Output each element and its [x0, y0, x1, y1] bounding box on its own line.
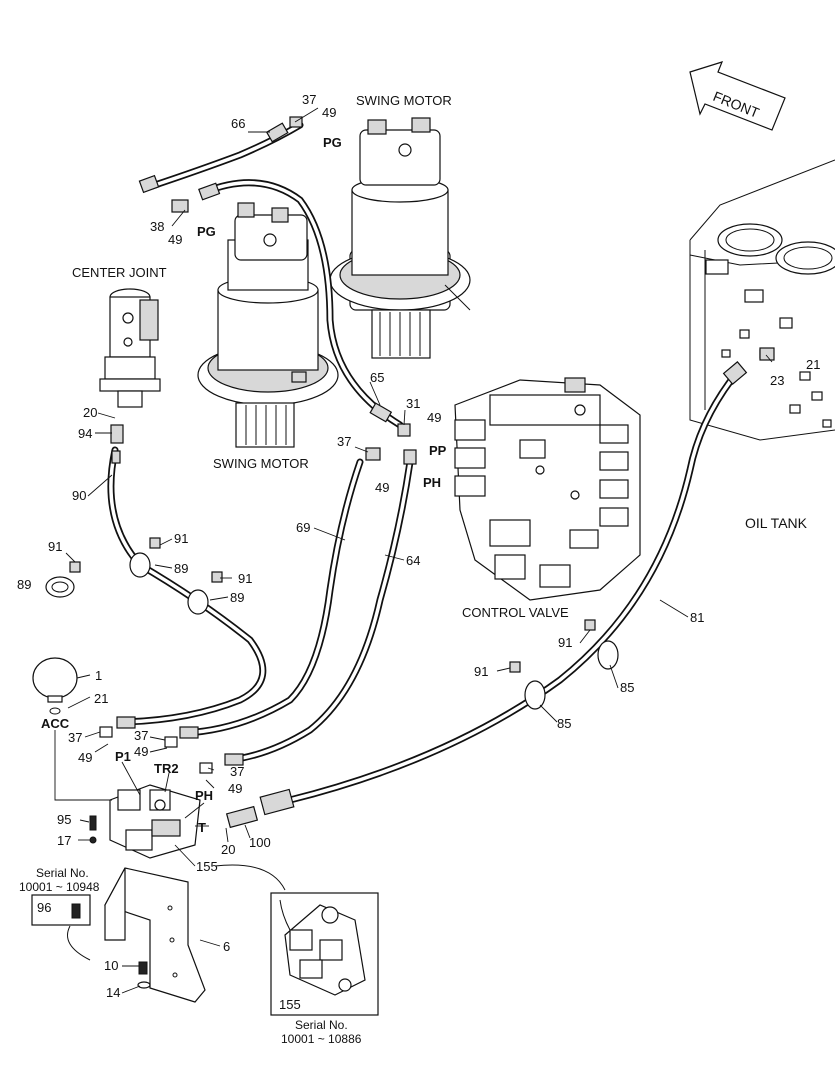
part-37-a: 37	[68, 730, 82, 745]
part-10: 10	[104, 958, 118, 973]
part-6: 6	[223, 939, 230, 954]
clamp-89-a	[45, 561, 81, 598]
part-85-b: 85	[557, 716, 571, 731]
port-pp: PP	[429, 443, 447, 458]
part-49-pp: 49	[427, 410, 441, 425]
clamp-89-c	[187, 571, 223, 615]
part-66: 66	[231, 116, 245, 131]
part-49-a: 49	[78, 750, 92, 765]
fittings	[99, 116, 775, 829]
part-21-tank: 21	[806, 357, 820, 372]
part-91-c: 91	[238, 571, 252, 586]
port-ph-block: PH	[195, 788, 213, 803]
part-155-main: 155	[196, 859, 218, 874]
part-37-top: 37	[302, 92, 316, 107]
oil-tank	[689, 159, 835, 441]
part-64: 64	[406, 553, 420, 568]
port-tr2: TR2	[154, 761, 179, 776]
control-valve	[454, 377, 641, 601]
part-49-top: 49	[322, 105, 336, 120]
port-pg-left: PG	[197, 224, 216, 239]
oil-tank-label: OIL TANK	[745, 515, 808, 531]
clamp-85-a	[584, 619, 619, 670]
part-31: 31	[406, 396, 420, 411]
part-91-a: 91	[48, 539, 62, 554]
serial-inset-range: 10001 ~ 10886	[281, 1032, 362, 1046]
part-89-b: 89	[174, 561, 188, 576]
part-37-valve: 37	[337, 434, 351, 449]
part-49-c: 49	[228, 781, 242, 796]
swing-motor-front-label: SWING MOTOR	[213, 456, 309, 471]
part-94: 94	[78, 426, 92, 441]
valve-block	[89, 784, 201, 859]
swing-motor-rear	[329, 117, 471, 359]
port-pg-top: PG	[323, 135, 342, 150]
center-joint	[99, 288, 161, 408]
part-155-inset: 155	[279, 997, 301, 1012]
part-89-a: 89	[17, 577, 31, 592]
part-96: 96	[37, 900, 51, 915]
part-100: 100	[249, 835, 271, 850]
inset-box	[214, 864, 379, 1016]
control-valve-label: CONTROL VALVE	[462, 605, 569, 620]
front-arrow: FRONT	[689, 61, 786, 131]
port-p1: P1	[115, 749, 131, 764]
serial-box-left	[31, 894, 91, 961]
part-89-c: 89	[230, 590, 244, 605]
bracket	[104, 867, 206, 1003]
part-21-acc: 21	[94, 691, 108, 706]
part-23: 23	[770, 373, 784, 388]
part-65: 65	[370, 370, 384, 385]
part-90: 90	[72, 488, 86, 503]
part-14: 14	[106, 985, 120, 1000]
part-49-pg: 49	[168, 232, 182, 247]
leader-lines	[54, 107, 773, 994]
part-1: 1	[95, 668, 102, 683]
swing-motor-front	[197, 202, 339, 448]
part-69: 69	[296, 520, 310, 535]
part-91-d: 91	[558, 635, 572, 650]
part-95: 95	[57, 812, 71, 827]
part-37-b: 37	[134, 728, 148, 743]
part-20-t: 20	[221, 842, 235, 857]
serial-left-range: 10001 ~ 10948	[19, 880, 100, 894]
part-91-e: 91	[474, 664, 488, 679]
port-t: T	[198, 820, 206, 835]
swing-motor-rear-label: SWING MOTOR	[356, 93, 452, 108]
part-85-a: 85	[620, 680, 634, 695]
part-17: 17	[57, 833, 71, 848]
part-20-center-joint: 20	[83, 405, 97, 420]
accumulator	[32, 657, 78, 715]
serial-left-title: Serial No.	[36, 866, 89, 880]
part-49-b: 49	[134, 744, 148, 759]
part-49-valve: 49	[375, 480, 389, 495]
part-81: 81	[690, 610, 704, 625]
port-acc: ACC	[41, 716, 70, 731]
clamp-85-b	[509, 661, 546, 710]
serial-inset-title: Serial No.	[295, 1018, 348, 1032]
center-joint-label: CENTER JOINT	[72, 265, 167, 280]
clamp-89-b	[129, 537, 161, 578]
part-38: 38	[150, 219, 164, 234]
part-37-c: 37	[230, 764, 244, 779]
hose-group	[107, 121, 739, 804]
port-ph-valve: PH	[423, 475, 441, 490]
part-91-b: 91	[174, 531, 188, 546]
